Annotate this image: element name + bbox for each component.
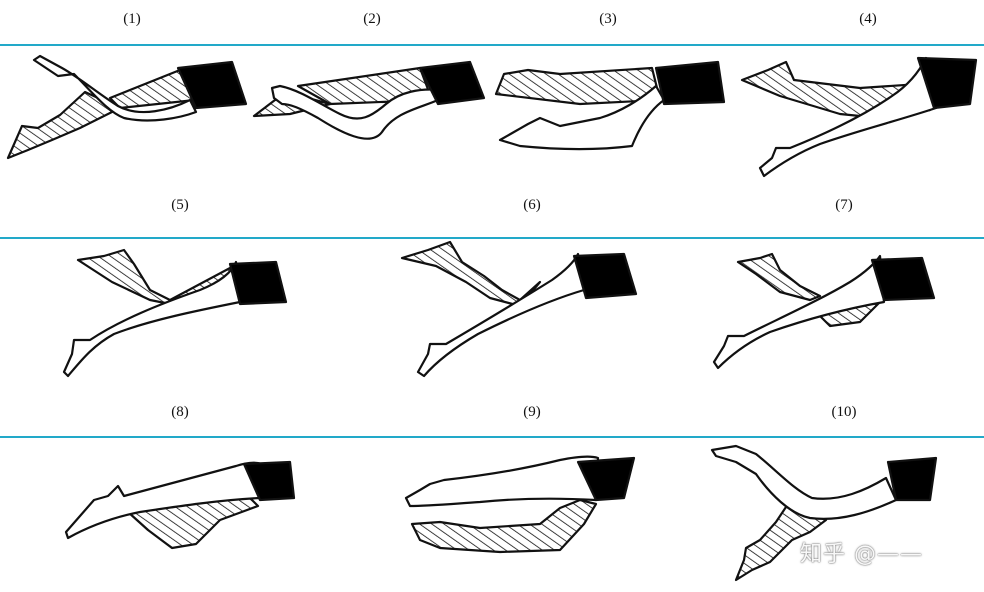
swim-trunks — [418, 60, 486, 106]
hatched-leg — [410, 498, 598, 554]
white-leg — [498, 84, 666, 151]
white-leg — [712, 254, 886, 370]
swim-trunks — [870, 256, 936, 302]
swim-trunks — [176, 60, 248, 110]
swim-trunks — [576, 456, 636, 502]
zhihu-watermark: 知乎 @—— — [800, 542, 923, 567]
figure-label-7: (7) — [835, 197, 853, 213]
figure-1 — [6, 54, 248, 160]
figure-8 — [64, 460, 296, 550]
figure-10 — [710, 444, 938, 582]
figure-label-5: (5) — [171, 197, 189, 213]
figure-label-9: (9) — [523, 404, 541, 420]
figure-6 — [400, 240, 638, 378]
swim-trunks — [916, 56, 978, 110]
swim-trunks — [572, 252, 638, 300]
swim-trunks — [886, 456, 938, 502]
swim-trunks — [228, 260, 288, 306]
hatched-leg — [734, 502, 828, 582]
hatched-leg — [494, 66, 662, 106]
hatched-leg — [400, 240, 542, 308]
hatched-leg — [6, 90, 122, 160]
white-leg — [64, 461, 264, 540]
figure-label-4: (4) — [859, 11, 877, 27]
figure-label-8: (8) — [171, 404, 189, 420]
figure-label-6: (6) — [523, 197, 541, 213]
figure-label-3: (3) — [599, 11, 617, 27]
white-leg — [62, 260, 242, 378]
white-leg — [270, 84, 442, 140]
water-line-row-2 — [0, 237, 984, 239]
white-leg — [710, 444, 898, 520]
figure-label-2: (2) — [363, 11, 381, 27]
figure-7 — [712, 252, 936, 370]
figure-5 — [62, 248, 288, 378]
water-line-row-1 — [0, 44, 984, 46]
figure-2 — [252, 60, 486, 140]
white-leg — [32, 54, 198, 122]
white-leg — [758, 56, 938, 178]
swim-trunks — [654, 60, 726, 106]
white-leg — [404, 455, 600, 508]
figure-label-1: (1) — [123, 11, 141, 27]
white-leg — [416, 252, 586, 378]
water-line-row-3 — [0, 436, 984, 438]
figure-9 — [404, 455, 636, 554]
figure-label-10: (10) — [831, 404, 857, 420]
hatched-leg — [736, 252, 822, 302]
figure-3 — [494, 60, 726, 151]
figure-4 — [740, 56, 978, 178]
swim-trunks — [242, 460, 296, 502]
